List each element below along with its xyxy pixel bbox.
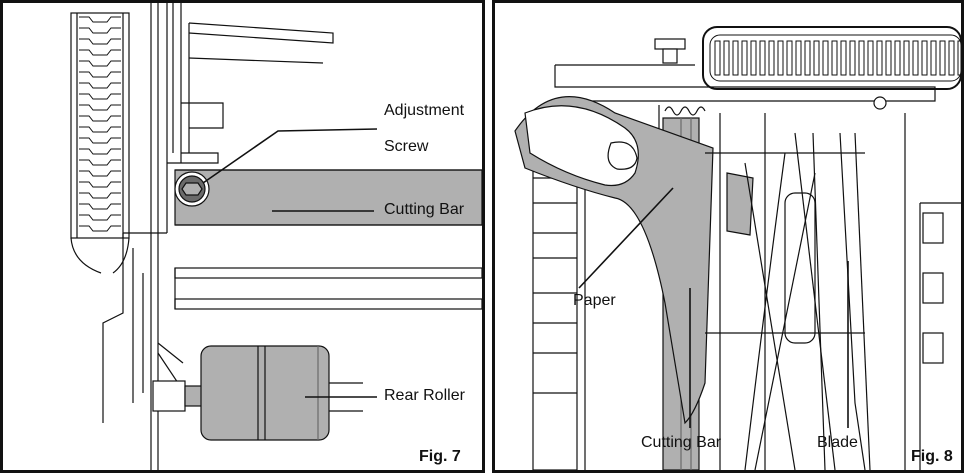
gear-tooth [79, 203, 121, 210]
strip-tooth [894, 40, 901, 76]
gear-tooth [79, 82, 121, 89]
rear-roller [152, 345, 363, 441]
strip-tooth [777, 40, 784, 76]
gear-tooth [79, 170, 121, 177]
strip-tooth [912, 40, 919, 76]
gear-tooth [79, 93, 121, 100]
leader-lines [202, 128, 378, 398]
label-adjustment-screw-line2: Screw [384, 138, 429, 155]
paper [514, 96, 754, 425]
strip-tooth [831, 40, 838, 76]
strip-tooth [723, 40, 730, 76]
figure-7-drawing [70, 3, 482, 470]
strip-tooth [948, 40, 955, 76]
label-blade: Blade [817, 434, 858, 451]
strip-tooth [714, 40, 721, 76]
strip-tooth [768, 40, 775, 76]
strip-tooth [822, 40, 829, 76]
strip-tooth [750, 40, 757, 76]
figure-7-caption: Fig. 7 [419, 448, 461, 465]
strip-tooth [786, 40, 793, 76]
label-paper: Paper [573, 292, 616, 309]
figure-8-caption: Fig. 8 [911, 448, 953, 465]
shaft-rods [174, 267, 482, 310]
finger [524, 105, 639, 187]
strip-tooth [921, 40, 928, 76]
label-adjustment-screw-line1: Adjustment [384, 102, 465, 119]
strip-tooth [732, 40, 739, 76]
gear-tooth [79, 126, 121, 133]
gear-tooth [79, 71, 121, 78]
gear-tooth [79, 148, 121, 155]
gear-tooth [79, 115, 121, 122]
strip-tooth [849, 40, 856, 76]
strip-tooth [867, 40, 874, 76]
gear-wheel [70, 12, 130, 274]
strip-tooth [795, 40, 802, 76]
left-column [532, 152, 578, 470]
label-cutting-bar: Cutting Bar [641, 434, 722, 451]
strip-tooth [885, 40, 892, 76]
gear-tooth [79, 16, 121, 23]
strip-tooth [840, 40, 847, 76]
gear-tooth [79, 181, 121, 188]
figure-8-drawing [514, 26, 961, 470]
right-frame [904, 113, 961, 470]
gear-tooth [79, 27, 121, 34]
adjustment-screw [174, 171, 210, 207]
gear-tooth [79, 192, 121, 199]
gear-tooth [79, 214, 121, 221]
leader-lines [578, 187, 849, 428]
label-rear-roller: Rear Roller [384, 387, 465, 404]
gear-tooth [79, 60, 121, 67]
figure-8-panel: Paper Cutting Bar Blade Fig. 8 [492, 0, 964, 473]
strip-tooth [741, 40, 748, 76]
cutting-bar [174, 169, 482, 226]
gear-tooth [79, 225, 121, 232]
gear-tooth [79, 104, 121, 111]
strip-tooth [858, 40, 865, 76]
gear-tooth [79, 137, 121, 144]
gear-strip [702, 26, 961, 90]
strip-tooth [903, 40, 910, 76]
strip-tooth [930, 40, 937, 76]
gear-tooth [79, 38, 121, 45]
label-cutting-bar: Cutting Bar [384, 201, 465, 218]
strip-tooth [759, 40, 766, 76]
strip-tooth [939, 40, 946, 76]
gear-tooth [79, 49, 121, 56]
knob [654, 38, 686, 64]
strip-tooth [813, 40, 820, 76]
strip-tooth [957, 40, 961, 76]
strip-tooth [804, 40, 811, 76]
figure-7-panel: Adjustment Screw Cutting Bar Rear Roller… [0, 0, 485, 473]
gear-tooth [79, 159, 121, 166]
strip-tooth [876, 40, 883, 76]
blade [705, 113, 871, 470]
